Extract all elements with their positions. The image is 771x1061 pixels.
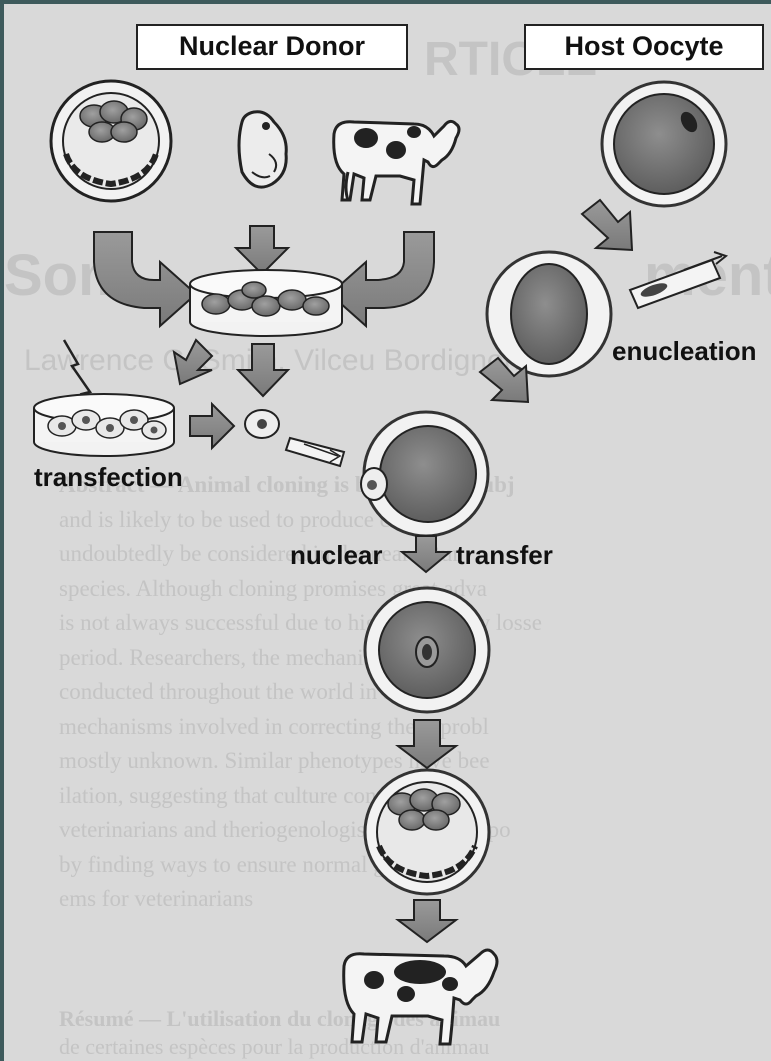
diagram-panel: RTICLE Som ment Lawrence C. Smith, Vilce… xyxy=(4,4,771,1061)
pipette-enucleation-icon xyxy=(630,252,726,308)
nuclear-donor-label: Nuclear Donor xyxy=(136,24,408,70)
transfection-label: transfection xyxy=(34,462,183,493)
arrow-down-to-clone xyxy=(398,900,456,942)
arrow-diagonal-oocyte xyxy=(582,200,632,250)
arrow-down-center xyxy=(236,226,288,274)
host-oocyte-icon xyxy=(602,82,726,206)
cow-adult-icon xyxy=(334,121,459,204)
transfection-dish-icon xyxy=(34,394,174,456)
nuclear-label: nuclear xyxy=(290,540,383,571)
cloned-blastocyst-icon xyxy=(365,770,489,894)
enucleated-oocyte-icon xyxy=(487,252,611,376)
blastocyst-donor-icon xyxy=(51,81,171,201)
enucleation-label: enucleation xyxy=(612,336,756,367)
arrow-curved-left xyxy=(94,232,196,326)
transfer-label: transfer xyxy=(456,540,553,571)
arrow-down-left-transfection xyxy=(174,340,212,384)
arrow-right-to-cell xyxy=(190,404,234,448)
donor-cell-icon xyxy=(245,410,279,438)
cloned-cow-icon xyxy=(344,950,497,1044)
fused-embryo-icon xyxy=(365,588,489,712)
fetus-icon xyxy=(239,112,286,187)
culture-dish-icon xyxy=(190,270,342,336)
arrow-curved-right xyxy=(330,232,434,326)
arrow-nuclear-transfer xyxy=(402,536,450,572)
arrow-down-to-blastocyst xyxy=(398,720,456,768)
cloning-diagram xyxy=(4,4,771,1061)
host-oocyte-label: Host Oocyte xyxy=(524,24,764,70)
arrow-down-to-cell xyxy=(238,344,288,396)
pipette-transfer-icon xyxy=(286,438,344,466)
reconstructed-oocyte-icon xyxy=(361,412,488,536)
